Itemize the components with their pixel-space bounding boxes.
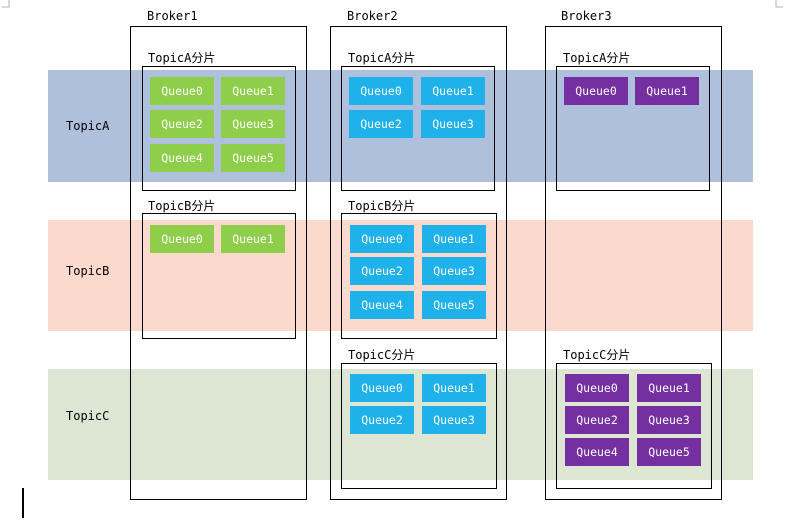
broker2-topica-queue2: Queue2 xyxy=(349,110,413,138)
broker3-topicc-shard xyxy=(556,363,712,489)
broker3-title: Broker3 xyxy=(561,9,612,23)
broker2-box xyxy=(330,26,507,500)
broker1-topicb-shard-title: TopicB分片 xyxy=(148,199,216,213)
broker3-topicc-queue1: Queue1 xyxy=(637,374,701,402)
broker2-topicb-queue1: Queue1 xyxy=(422,225,486,253)
broker1-topicb-queue1: Queue1 xyxy=(221,225,285,253)
broker2-topica-shard-title: TopicA分片 xyxy=(348,51,416,65)
broker1-box xyxy=(130,26,307,500)
broker3-topica-queue0: Queue0 xyxy=(564,77,628,105)
page-corner-mark-left xyxy=(2,0,10,8)
broker3-topicc-queue0: Queue0 xyxy=(565,374,629,402)
broker2-topicc-queue0: Queue0 xyxy=(350,374,414,402)
broker2-topicc-queue2: Queue2 xyxy=(350,406,414,434)
page-corner-mark-right xyxy=(775,0,783,8)
broker3-topica-shard-title: TopicA分片 xyxy=(563,51,631,65)
broker2-topica-shard xyxy=(341,66,495,191)
broker3-topicc-queue3: Queue3 xyxy=(637,406,701,434)
broker2-topicb-queue5: Queue5 xyxy=(422,291,486,319)
broker3-topicc-shard-title: TopicC分片 xyxy=(563,348,631,362)
broker2-topicb-queue3: Queue3 xyxy=(422,257,486,285)
broker2-topica-queue0: Queue0 xyxy=(349,77,413,105)
text-cursor xyxy=(22,488,24,518)
broker3-topicc-queue2: Queue2 xyxy=(565,406,629,434)
broker2-topicb-shard xyxy=(341,213,497,339)
broker1-topicb-queue0: Queue0 xyxy=(150,225,214,253)
broker3-topica-shard xyxy=(556,66,710,191)
broker2-topicb-queue2: Queue2 xyxy=(350,257,414,285)
broker3-topica-queue1: Queue1 xyxy=(635,77,699,105)
topic-b-label: TopicB xyxy=(66,264,110,278)
broker3-topicc-queue5: Queue5 xyxy=(637,438,701,466)
broker3-topicc-queue4: Queue4 xyxy=(565,438,629,466)
broker1-topica-queue0: Queue0 xyxy=(150,77,214,105)
broker2-topicc-queue3: Queue3 xyxy=(422,406,486,434)
broker1-topica-queue2: Queue2 xyxy=(150,110,214,138)
broker1-topica-queue3: Queue3 xyxy=(221,110,285,138)
broker2-topica-queue3: Queue3 xyxy=(421,110,485,138)
broker1-topica-shard xyxy=(142,66,296,191)
topic-c-label: TopicC xyxy=(66,409,110,423)
broker2-topicb-queue0: Queue0 xyxy=(350,225,414,253)
broker1-topica-shard-title: TopicA分片 xyxy=(148,51,216,65)
topic-a-label: TopicA xyxy=(66,119,110,133)
broker1-title: Broker1 xyxy=(147,9,198,23)
broker1-topica-queue5: Queue5 xyxy=(221,144,285,172)
broker2-topica-queue1: Queue1 xyxy=(421,77,485,105)
broker1-topicb-shard xyxy=(142,213,296,339)
broker2-topicb-shard-title: TopicB分片 xyxy=(348,199,416,213)
broker2-topicc-shard xyxy=(341,363,497,489)
broker1-topica-queue4: Queue4 xyxy=(150,144,214,172)
broker2-topicc-shard-title: TopicC分片 xyxy=(348,348,416,362)
broker2-topicb-queue4: Queue4 xyxy=(350,291,414,319)
broker1-topica-queue1: Queue1 xyxy=(221,77,285,105)
broker2-topicc-queue1: Queue1 xyxy=(422,374,486,402)
broker2-title: Broker2 xyxy=(347,9,398,23)
broker3-box xyxy=(545,26,722,500)
